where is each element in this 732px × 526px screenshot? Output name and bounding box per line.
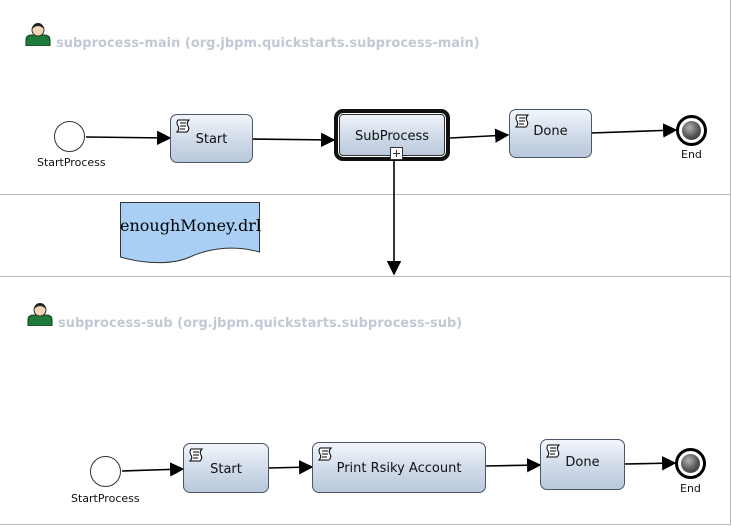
- flow-sub-4: [623, 456, 677, 471]
- lane-divider: [0, 276, 731, 277]
- flow-sub-1: [121, 462, 185, 477]
- task-sub-print-label: Print Rsiky Account: [336, 461, 462, 476]
- task-sub-start[interactable]: Start: [183, 443, 269, 493]
- task-sub-print[interactable]: Print Rsiky Account: [312, 442, 486, 493]
- person-icon: [25, 23, 51, 46]
- pool-title-main: subprocess-main (org.jbpm.quickstarts.su…: [56, 36, 480, 51]
- script-icon: [514, 114, 530, 128]
- flow-main-3: [449, 128, 510, 143]
- flow-main-1: [85, 130, 172, 146]
- script-icon: [175, 119, 191, 133]
- end-event-sub-label: End: [680, 482, 701, 495]
- start-event-sub[interactable]: [90, 456, 121, 487]
- script-icon: [545, 444, 561, 458]
- flow-sub-2: [267, 460, 314, 475]
- task-main-done[interactable]: Done: [509, 109, 592, 158]
- task-sub-done-label: Done: [565, 455, 600, 470]
- task-main-done-label: Done: [533, 124, 568, 139]
- task-sub-done[interactable]: Done: [540, 439, 625, 490]
- flow-sub-3: [484, 458, 542, 473]
- flow-main-4: [590, 123, 678, 138]
- flow-main-2: [251, 132, 336, 148]
- subprocess-node[interactable]: SubProcess: [334, 109, 450, 161]
- pool-title-sub: subprocess-sub (org.jbpm.quickstarts.sub…: [58, 316, 463, 331]
- task-main-start-label: Start: [195, 132, 228, 147]
- subprocess-label: SubProcess: [354, 128, 430, 144]
- end-event-sub[interactable]: [675, 448, 706, 479]
- task-sub-start-label: Start: [210, 461, 242, 477]
- expand-icon[interactable]: [390, 147, 403, 160]
- start-event-main[interactable]: [54, 121, 85, 152]
- start-event-sub-label: StartProcess: [71, 492, 140, 505]
- person-icon: [27, 303, 53, 326]
- end-event-main-label: End: [681, 148, 702, 161]
- task-main-start[interactable]: Start: [170, 114, 253, 163]
- end-event-main[interactable]: [676, 115, 707, 146]
- script-icon: [188, 448, 204, 462]
- start-event-main-label: StartProcess: [37, 156, 106, 169]
- rule-file-label: enoughMoney.drl: [120, 216, 262, 235]
- script-icon: [317, 447, 333, 461]
- rule-file-artifact[interactable]: [120, 202, 260, 264]
- lane-divider: [0, 194, 731, 195]
